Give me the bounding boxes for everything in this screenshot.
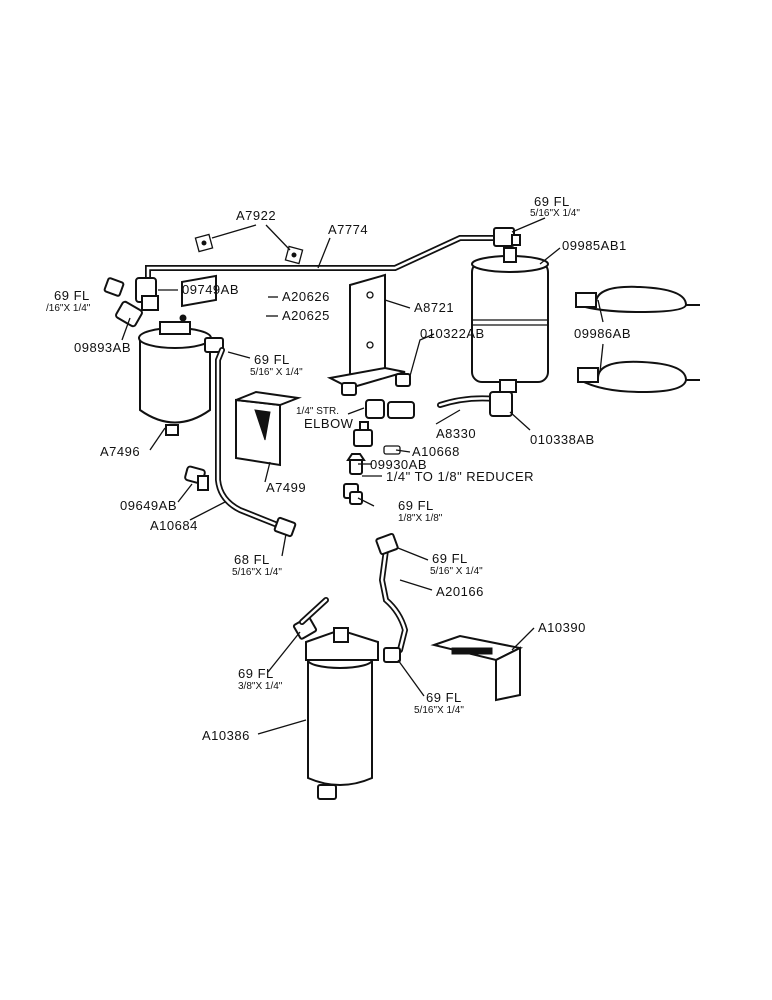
- label-09749ab: 09749AB: [182, 282, 239, 297]
- fitting-68fl: [273, 516, 297, 538]
- canister-09985ab1: [471, 247, 549, 393]
- label-a20625: A20625: [282, 308, 330, 323]
- label-68fl-size: 5/16"X 1/4": [232, 567, 282, 578]
- label-a20626: A20626: [282, 289, 330, 304]
- label-010338ab: 010338AB: [530, 432, 595, 447]
- label-69fl-top-size: 5/16"X 1/4": [530, 208, 580, 219]
- label-69fl-mid-size: 5/16" X 1/4": [250, 367, 303, 378]
- bracket-a8721: [326, 273, 411, 396]
- reducer-fitting: [346, 453, 366, 475]
- clip-a7922: [194, 233, 304, 265]
- leader-lines: [121, 217, 604, 735]
- label-69fl-r-size: 5/16" X 1/4": [430, 566, 483, 577]
- label-69fl-top: 69 FL: [534, 194, 570, 209]
- filter-a7496: [138, 274, 224, 436]
- label-a10684: A10684: [150, 518, 198, 533]
- label-09893ab: 09893AB: [74, 340, 131, 355]
- label-09986ab: 09986AB: [574, 326, 631, 341]
- label-010322ab: 010322AB: [420, 326, 485, 341]
- label-09649ab: 09649AB: [120, 498, 177, 513]
- label-69fl-left-size: /16"X 1/4": [46, 303, 91, 314]
- label-reducer: 1/4" TO 1/8" REDUCER: [386, 469, 534, 484]
- label-69fl-low2-size: 5/16"X 1/4": [414, 705, 464, 716]
- hose-a8330: [437, 391, 513, 417]
- tee-fitting: [353, 421, 373, 447]
- label-elbow-2: ELBOW: [304, 416, 354, 431]
- label-a10390: A10390: [538, 620, 586, 635]
- label-elbow-1: 1/4" STR.: [296, 406, 339, 417]
- label-69fl-small: 69 FL: [398, 498, 434, 513]
- fitting-69fl-r: [375, 532, 399, 556]
- clip-09649ab: [184, 465, 209, 491]
- label-69fl-low2: 69 FL: [426, 690, 462, 705]
- fittings-09749ab: [103, 277, 159, 328]
- label-69fl-mid: 69 FL: [254, 352, 290, 367]
- elbow-str: [365, 399, 415, 419]
- label-68fl: 68 FL: [234, 552, 270, 567]
- label-69fl-small-size: 1/8"X 1/8": [398, 513, 443, 524]
- label-69fl-r: 69 FL: [432, 551, 468, 566]
- label-09985ab1: 09985AB1: [562, 238, 627, 253]
- label-a10668: A10668: [412, 444, 460, 459]
- label-a7922: A7922: [236, 208, 276, 223]
- label-a10386: A10386: [202, 728, 250, 743]
- filter-a10386: [292, 616, 401, 800]
- label-a7774: A7774: [328, 222, 368, 237]
- label-69fl-low-size: 3/8"X 1/4": [238, 681, 283, 692]
- bracket-a10390: [430, 634, 524, 702]
- label-a8330: A8330: [436, 426, 476, 441]
- label-a7499: A7499: [266, 480, 306, 495]
- fitting-69fl-top: [493, 227, 521, 247]
- label-a8721: A8721: [414, 300, 454, 315]
- label-09930ab: 09930AB: [370, 457, 427, 472]
- bracket-a7499: [235, 390, 302, 467]
- label-a20166: A20166: [436, 584, 484, 599]
- fitting-69fl-small: [343, 483, 363, 505]
- label-a7496: A7496: [100, 444, 140, 459]
- label-69fl-left: 69 FL: [54, 288, 90, 303]
- label-69fl-low: 69 FL: [238, 666, 274, 681]
